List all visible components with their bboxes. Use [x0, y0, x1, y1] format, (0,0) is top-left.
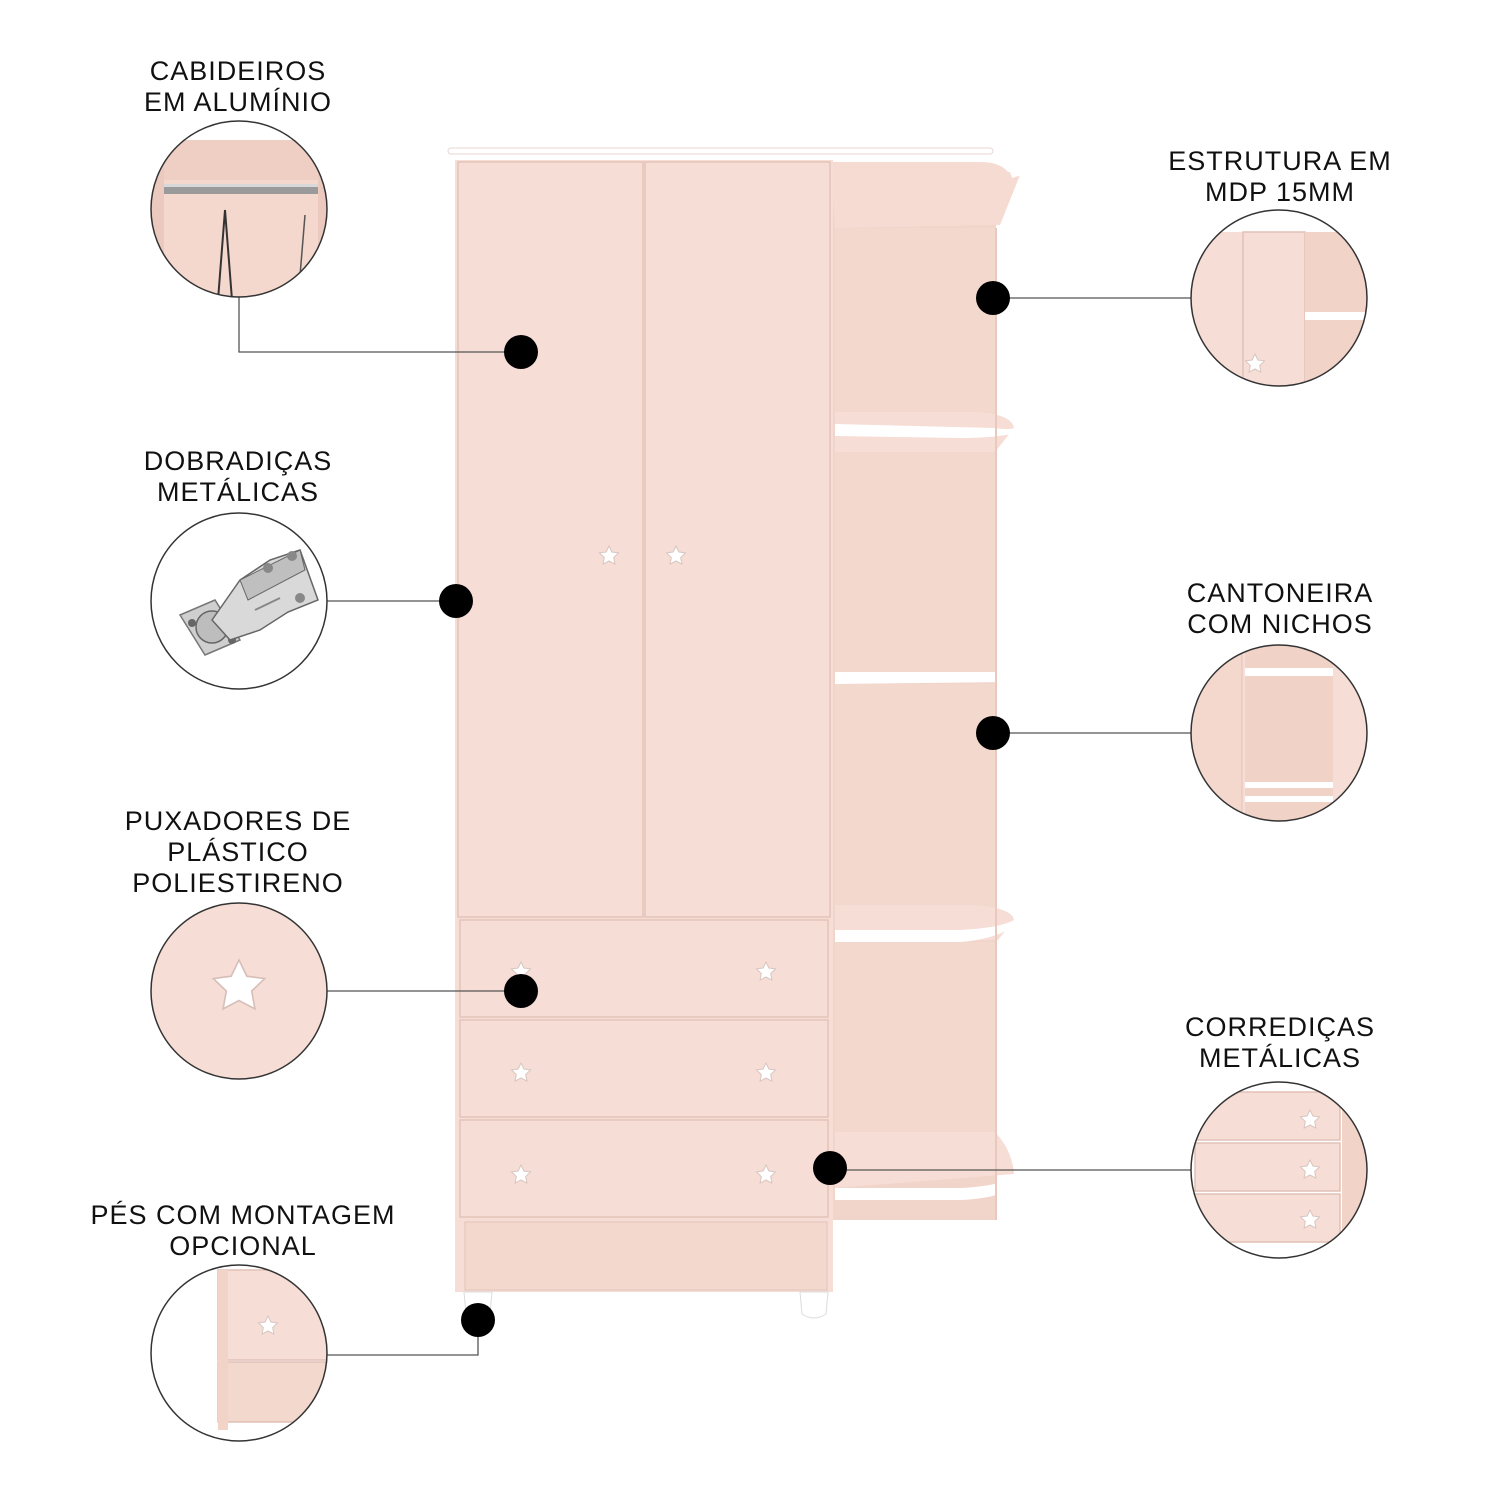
corner-shelf-unit: [830, 150, 1022, 1220]
detail-circle-rail: [150, 120, 328, 298]
metal-hinge-icon: [178, 549, 319, 656]
label-estrutura-line1: ESTRUTURA EM: [1168, 146, 1392, 176]
label-cantoneira-line2: COM NICHOS: [1187, 609, 1373, 639]
leader-lines: [238, 297, 1191, 1356]
right-door: [644, 161, 831, 918]
label-puxadores: PUXADORES DE PLÁSTICO POLIESTIRENO: [108, 806, 368, 899]
label-cabideiros-line1: CABIDEIROS: [149, 56, 327, 86]
label-cabideiros-line2: EM ALUMÍNIO: [143, 87, 333, 117]
star-knob-icon: [211, 958, 267, 1011]
label-corredicas-line2: METÁLICAS: [1198, 1043, 1362, 1073]
detail-circle-knob: [150, 902, 328, 1080]
label-puxadores-line1: PUXADORES DE: [124, 806, 352, 836]
label-estrutura: ESTRUTURA EM MDP 15MM: [1150, 146, 1410, 208]
detail-circle-niches: [1190, 644, 1368, 822]
label-cantoneira-line1: CANTONEIRA: [1186, 578, 1374, 608]
label-cabideiros: CABIDEIROS EM ALUMÍNIO: [118, 56, 358, 118]
label-cantoneira: CANTONEIRA COM NICHOS: [1150, 578, 1410, 640]
label-dobradicas-line2: METÁLICAS: [156, 477, 320, 507]
label-dobradicas-line1: DOBRADIÇAS: [143, 446, 333, 476]
label-corredicas-line1: CORREDIÇAS: [1184, 1012, 1376, 1042]
detail-circle-base: [150, 1264, 328, 1442]
label-dobradicas: DOBRADIÇAS METÁLICAS: [118, 446, 358, 508]
left-door: [457, 161, 644, 918]
callout-dots: [439, 281, 1010, 1337]
label-pes-line2: OPCIONAL: [169, 1231, 317, 1261]
drawer-2: [459, 1019, 829, 1118]
label-puxadores-line3: POLIESTIRENO: [132, 868, 344, 898]
label-pes: PÉS COM MONTAGEM OPCIONAL: [68, 1200, 418, 1262]
detail-circle-hinge: [150, 512, 328, 690]
detail-circle-structure: [1190, 209, 1368, 387]
label-puxadores-line2: PLÁSTICO: [167, 837, 309, 867]
label-pes-line1: PÉS COM MONTAGEM: [90, 1200, 396, 1230]
label-estrutura-line2: MDP 15MM: [1204, 177, 1356, 207]
detail-circle-drawers: [1190, 1081, 1368, 1259]
label-corredicas: CORREDIÇAS METÁLICAS: [1150, 1012, 1410, 1074]
drawer-3: [459, 1119, 829, 1218]
